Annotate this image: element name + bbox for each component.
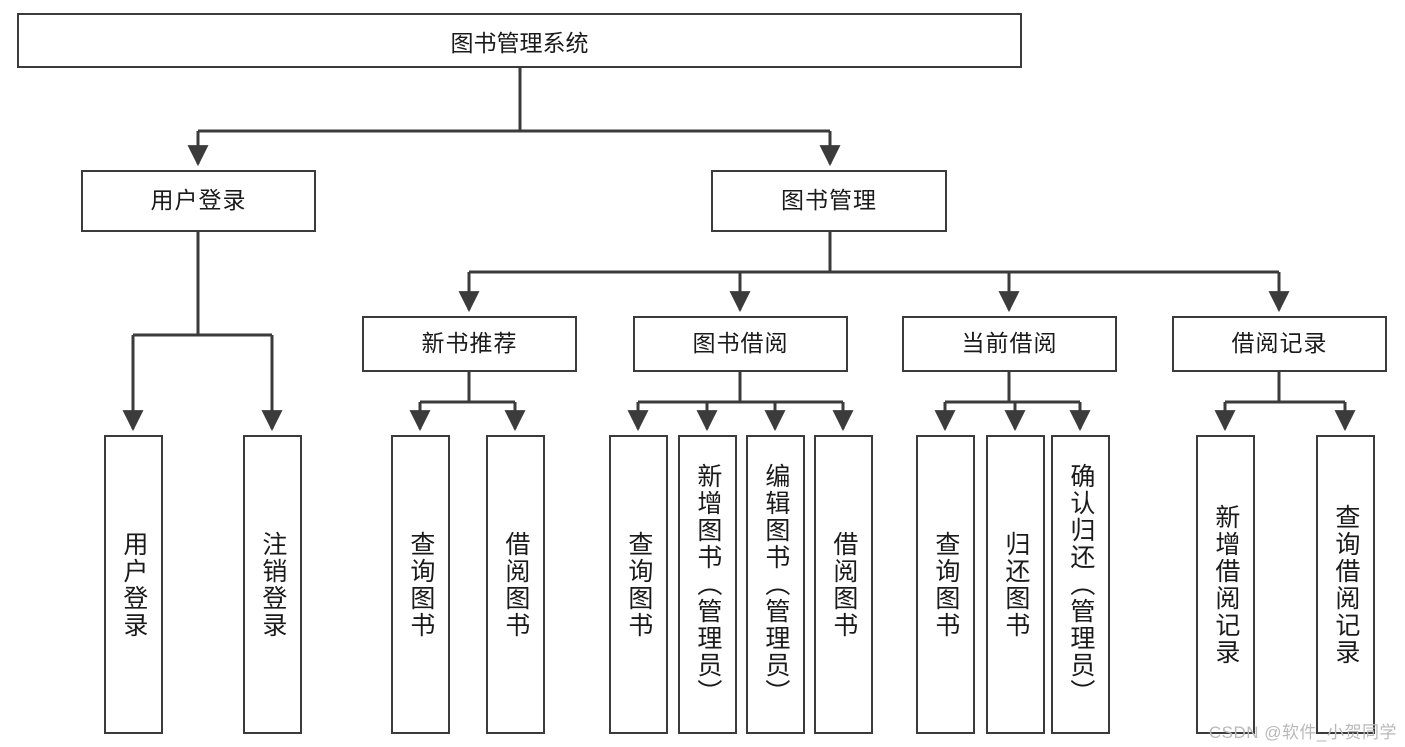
node-user-login[interactable]: 用户登录 — [81, 170, 316, 232]
leaf-query-book-3-label: 查询图书 — [931, 530, 960, 639]
leaf-logout[interactable]: 注销登录 — [243, 435, 302, 734]
leaf-query-record-label: 查询借阅记录 — [1331, 503, 1360, 666]
leaf-borrow-book-2-label: 借阅图书 — [829, 530, 858, 639]
node-current-borrow[interactable]: 当前借阅 — [902, 316, 1117, 372]
leaf-query-book-2-label: 查询图书 — [624, 530, 653, 639]
leaf-logout-label: 注销登录 — [258, 530, 287, 639]
leaf-borrow-book-1[interactable]: 借阅图书 — [486, 435, 545, 734]
leaf-borrow-book-2[interactable]: 借阅图书 — [814, 435, 873, 734]
node-root[interactable]: 图书管理系统 — [17, 13, 1022, 68]
watermark: CSDN @软件_小贺同学 — [1208, 723, 1397, 742]
node-book-management[interactable]: 图书管理 — [711, 170, 947, 232]
leaf-query-record[interactable]: 查询借阅记录 — [1316, 435, 1375, 734]
leaf-borrow-book-1-label: 借阅图书 — [501, 530, 530, 639]
leaf-add-book-label: 新增图书（管理员） — [693, 463, 722, 706]
node-new-book-recommend[interactable]: 新书推荐 — [362, 316, 577, 372]
leaf-confirm-return[interactable]: 确认归还（管理员） — [1051, 435, 1110, 734]
leaf-add-record[interactable]: 新增借阅记录 — [1196, 435, 1255, 734]
leaf-edit-book[interactable]: 编辑图书（管理员） — [746, 435, 805, 734]
leaf-query-book-1[interactable]: 查询图书 — [391, 435, 450, 734]
node-new-book-recommend-label: 新书推荐 — [421, 330, 518, 357]
leaf-add-book[interactable]: 新增图书（管理员） — [678, 435, 737, 734]
node-borrow-record-label: 借阅记录 — [1231, 330, 1328, 357]
node-book-borrow-label: 图书借阅 — [692, 330, 789, 357]
node-current-borrow-label: 当前借阅 — [961, 330, 1058, 357]
leaf-edit-book-label: 编辑图书（管理员） — [761, 463, 790, 706]
leaf-query-book-3[interactable]: 查询图书 — [916, 435, 975, 734]
node-book-borrow[interactable]: 图书借阅 — [633, 316, 848, 372]
leaf-user-login[interactable]: 用户登录 — [104, 435, 163, 734]
node-root-label: 图书管理系统 — [450, 29, 589, 56]
leaf-query-book-2[interactable]: 查询图书 — [609, 435, 668, 734]
leaf-add-record-label: 新增借阅记录 — [1211, 503, 1240, 666]
node-borrow-record[interactable]: 借阅记录 — [1172, 316, 1387, 372]
leaf-return-book[interactable]: 归还图书 — [986, 435, 1045, 734]
node-user-login-label: 用户登录 — [150, 187, 247, 214]
leaf-confirm-return-label: 确认归还（管理员） — [1066, 463, 1095, 706]
leaf-query-book-1-label: 查询图书 — [406, 530, 435, 639]
leaf-user-login-label: 用户登录 — [119, 530, 148, 639]
node-book-management-label: 图书管理 — [781, 187, 877, 214]
leaf-return-book-label: 归还图书 — [1001, 530, 1030, 639]
